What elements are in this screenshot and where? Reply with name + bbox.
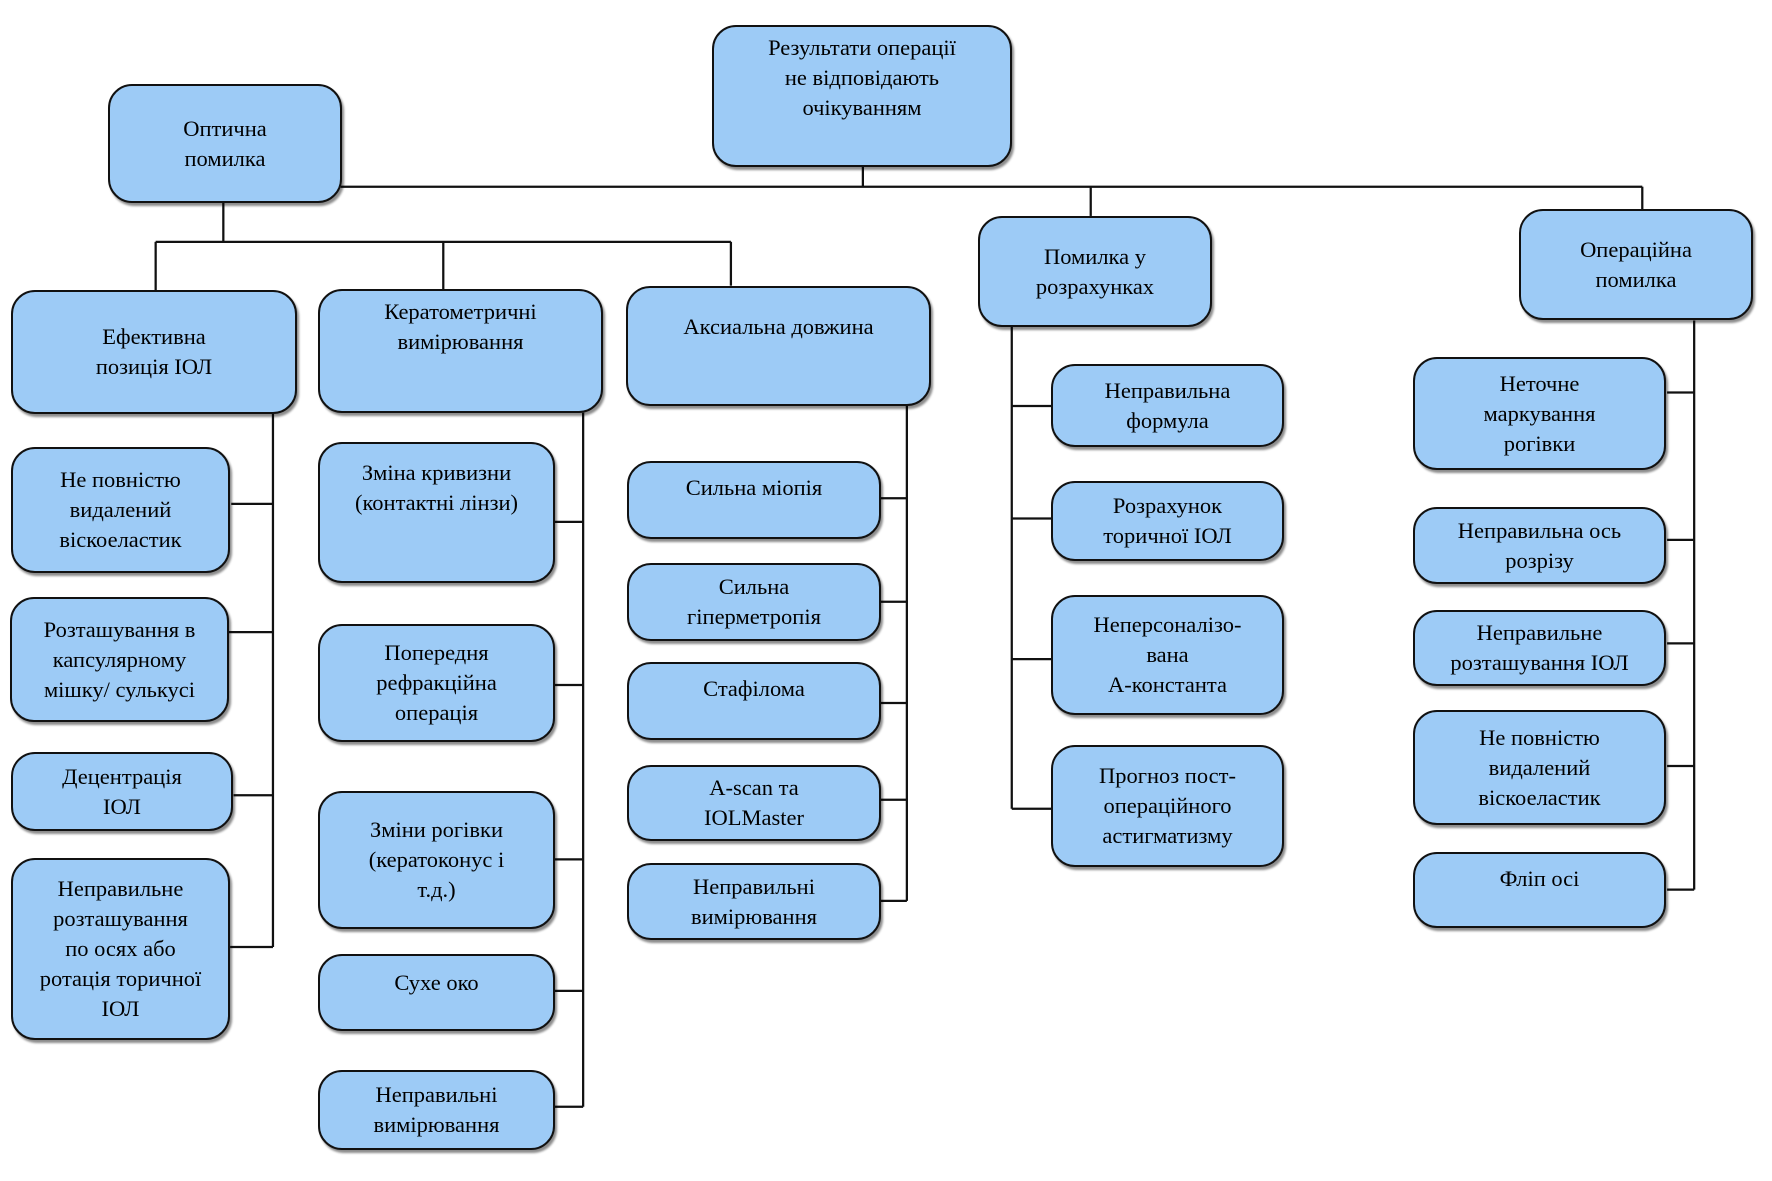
list-item-label: Не повністю видалений віскоеластик — [59, 467, 182, 552]
list-item: Сильна гіперметропія — [627, 563, 881, 641]
category-calculation-error-label: Помилка у розрахунках — [1035, 243, 1155, 299]
group-axial-length-label: Аксиальна довжина — [683, 314, 874, 339]
list-item-label: Зміна кривизни (контактні лінзи) — [355, 460, 518, 515]
group-effective-iol-position-label: Ефективна позиція ІОЛ — [95, 324, 213, 379]
category-optical-error: Оптична помилка — [108, 84, 342, 203]
list-item-label: Неправильна формула — [1104, 377, 1231, 433]
category-operational-error-label: Операційна помилка — [1580, 236, 1692, 292]
list-item-label: Розрахунок торичної ІОЛ — [1103, 493, 1232, 548]
list-item-label: Неправильні вимірювання — [373, 1082, 500, 1137]
root-node-label: Результати операції не відповідають очік… — [768, 35, 956, 120]
list-item-label: Неточне маркування рогівки — [1483, 370, 1596, 456]
list-item: Прогноз пост- операційного астигматизму — [1051, 745, 1284, 867]
list-item-label: Неправильне розташування по осях або рот… — [39, 876, 202, 1021]
category-calculation-error: Помилка у розрахунках — [978, 216, 1212, 327]
list-item: Неправильні вимірювання — [318, 1070, 555, 1150]
list-item: Неправильна ось розрізу — [1413, 507, 1666, 584]
list-item: Сильна міопія — [627, 461, 881, 539]
category-optical-error-label: Оптична помилка — [183, 115, 267, 171]
list-item-label: Сухе око — [394, 970, 479, 995]
category-operational-error: Операційна помилка — [1519, 209, 1753, 320]
list-item-label: Фліп осі — [1499, 866, 1580, 891]
group-axial-length: Аксиальна довжина — [626, 286, 931, 406]
list-item: Неперсоналізо- вана А-константа — [1051, 595, 1284, 715]
list-item: Сухе око — [318, 954, 555, 1031]
list-item-label: Неправильне розташування ІОЛ — [1450, 620, 1629, 675]
list-item: Неправильне розташування по осях або рот… — [11, 858, 230, 1040]
list-item-label: Сильна міопія — [685, 475, 823, 500]
list-item: Попередня рефракційна операція — [318, 624, 555, 742]
list-item: Фліп осі — [1413, 852, 1666, 928]
list-item-label: A-scan та IOLMaster — [704, 775, 804, 830]
list-item-label: Сильна гіперметропія — [687, 574, 821, 629]
list-item-label: Децентрація ІОЛ — [62, 763, 182, 819]
list-item: Неправильні вимірювання — [627, 863, 881, 940]
list-item: Зміни рогівки (кератоконус і т.д.) — [318, 791, 555, 929]
group-keratometric-measurements: Кератометричні вимірювання — [318, 289, 603, 413]
list-item-label: Зміни рогівки (кератоконус і т.д.) — [368, 817, 505, 902]
list-item-label: Прогноз пост- операційного астигматизму — [1099, 763, 1236, 848]
group-effective-iol-position: Ефективна позиція ІОЛ — [11, 290, 297, 414]
list-item: Неправильне розташування ІОЛ — [1413, 610, 1666, 686]
list-item-label: Попередня рефракційна операція — [376, 640, 497, 725]
list-item: Децентрація ІОЛ — [11, 752, 233, 831]
list-item-label: Не повністю видалений віскоеластик — [1478, 724, 1601, 810]
list-item: Зміна кривизни (контактні лінзи) — [318, 442, 555, 583]
list-item-label: Стафілома — [703, 676, 805, 701]
list-item: Неточне маркування рогівки — [1413, 357, 1666, 470]
list-item-label: Розташування в капсулярному мішку/ сульк… — [43, 616, 196, 702]
group-keratometric-measurements-label: Кератометричні вимірювання — [384, 299, 537, 354]
list-item: A-scan та IOLMaster — [627, 765, 881, 841]
list-item: Не повністю видалений віскоеластик — [11, 447, 230, 573]
list-item-label: Неправильні вимірювання — [691, 873, 817, 929]
list-item: Розрахунок торичної ІОЛ — [1051, 481, 1284, 561]
list-item: Не повністю видалений віскоеластик — [1413, 710, 1666, 825]
list-item: Розташування в капсулярному мішку/ сульк… — [10, 597, 229, 722]
list-item-label: Неперсоналізо- вана А-константа — [1093, 612, 1242, 697]
list-item: Стафілома — [627, 662, 881, 740]
list-item: Неправильна формула — [1051, 364, 1284, 447]
list-item-label: Неправильна ось розрізу — [1457, 517, 1622, 573]
root-node: Результати операції не відповідають очік… — [712, 25, 1012, 167]
